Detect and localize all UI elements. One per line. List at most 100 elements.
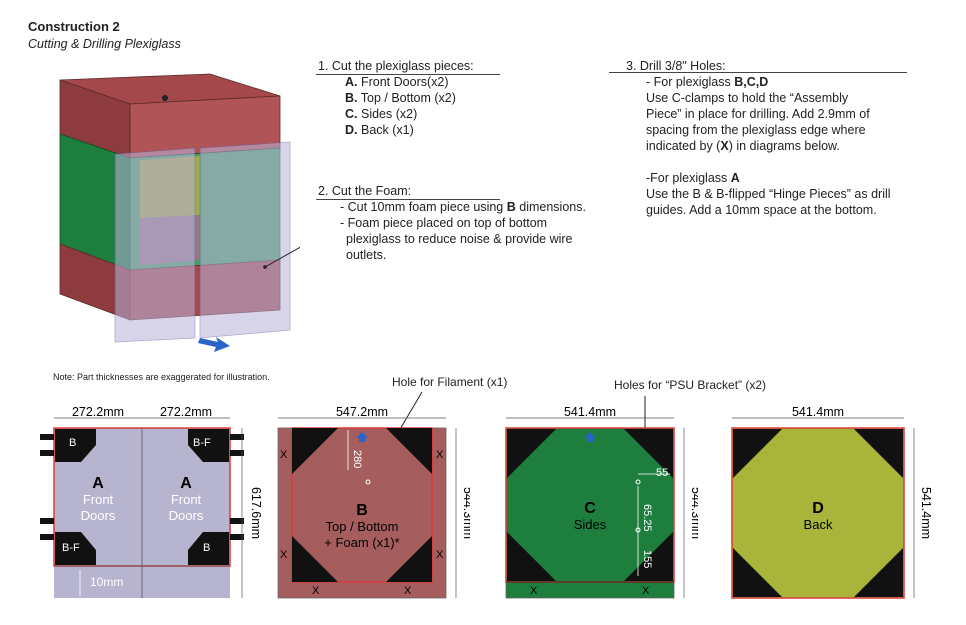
dim-c-155: 155 bbox=[641, 550, 653, 568]
psu-holes-callout: Holes for “PSU Bracket” (x2) bbox=[614, 378, 767, 392]
b-up-arrow-icon bbox=[356, 432, 368, 442]
step1-heading: 1. Cut the plexiglass pieces: bbox=[318, 59, 474, 73]
panel-a-label1-left: Front bbox=[83, 492, 114, 507]
panel-a-label2-right: Doors bbox=[169, 508, 204, 523]
step1-item-d-text: Back (x1) bbox=[360, 123, 414, 137]
door-left bbox=[114, 147, 196, 343]
top-hole-icon bbox=[162, 95, 168, 101]
panel-c-label: Sides bbox=[574, 517, 607, 532]
hinge-br bbox=[188, 532, 229, 565]
b-corner-tl bbox=[292, 428, 338, 474]
foam-leader-line bbox=[264, 246, 300, 268]
hinge-label-tl: B bbox=[69, 437, 76, 449]
step2-underline bbox=[316, 199, 500, 200]
b-corner-br bbox=[386, 536, 432, 582]
dim-c-6525: 65.25 bbox=[641, 504, 653, 532]
panel-a-label1-right: Front bbox=[171, 492, 202, 507]
step1-item-c: C. Sides (x2) bbox=[318, 106, 474, 122]
step1-section: 1. Cut the plexiglass pieces: A. Front D… bbox=[318, 58, 474, 138]
hinge-tr bbox=[188, 429, 229, 462]
d-corner-tl bbox=[733, 429, 782, 478]
dim-a-height: 617.6mm bbox=[249, 487, 263, 539]
tab-r1 bbox=[230, 434, 244, 440]
b-corner-bl bbox=[292, 536, 338, 582]
step2-section: 2. Cut the Foam: - Cut 10mm foam piece u… bbox=[318, 183, 586, 263]
panel-b-label1: Top / Bottom bbox=[326, 519, 399, 534]
step1-item-d-letter: D. bbox=[345, 123, 358, 137]
b-x-mark-2: X bbox=[436, 449, 444, 461]
step3-line1: - For plexiglass B,C,D bbox=[626, 74, 891, 90]
psu-hole-icon-2 bbox=[635, 527, 641, 533]
filament-hole-callout: Hole for Filament (x1) bbox=[392, 375, 508, 389]
door-right bbox=[199, 141, 291, 339]
c-corner-br bbox=[624, 532, 673, 581]
step3-line6: -For plexiglass A bbox=[626, 170, 891, 186]
dim-d-width: 541.4mm bbox=[792, 405, 844, 419]
b-x-mark-5: X bbox=[312, 585, 320, 597]
step3-heading: 3. Drill 3/8" Holes: bbox=[626, 59, 726, 73]
step3-line6-pre: -For plexiglass bbox=[646, 171, 731, 185]
panel-c-diagram: 541.4mm 55 65.25 155 X X C Sides 544.3mm bbox=[505, 405, 698, 599]
b-corner-tr bbox=[386, 428, 432, 474]
step1-item-c-letter: C. bbox=[345, 107, 358, 121]
step3-spacer bbox=[626, 154, 891, 170]
step3-line4: spacing from the plexiglass edge where bbox=[646, 123, 866, 137]
step3-line5: indicated by (X) in diagrams below. bbox=[626, 138, 891, 154]
panel-a-diagram: 272.2mm 272.2mm B B-F B-F B A Front Door… bbox=[40, 405, 263, 598]
hinge-label-bl: B-F bbox=[62, 542, 80, 554]
step1-item-b-letter: B. bbox=[345, 91, 358, 105]
c-corner-bl bbox=[507, 532, 556, 581]
step1-item-a-letter: A. bbox=[345, 75, 358, 89]
panel-d-letter: D bbox=[812, 500, 824, 517]
dim-d-height: 541.4mm bbox=[919, 487, 933, 539]
step3-underline bbox=[609, 72, 907, 73]
step2-line4: outlets. bbox=[346, 248, 387, 262]
dim-a-left: 272.2mm bbox=[72, 405, 124, 419]
step1-item-a-text: Front Doors(x2) bbox=[360, 75, 449, 89]
panel-b-label2: + Foam (x1)* bbox=[324, 535, 400, 550]
tab-r3 bbox=[230, 518, 244, 524]
dim-a-right: 272.2mm bbox=[160, 405, 212, 419]
c-up-arrow-icon bbox=[584, 432, 596, 442]
tab-r4 bbox=[230, 534, 244, 540]
step3-line5-bold: X bbox=[720, 139, 729, 153]
step2-heading: 2. Cut the Foam: bbox=[318, 184, 412, 198]
panel-d-label: Back bbox=[804, 517, 833, 532]
step2-line1-bold: B bbox=[506, 200, 516, 214]
step3-line5-pre: indicated by ( bbox=[646, 139, 721, 153]
panel-c-letter: C bbox=[584, 500, 596, 517]
dim-c-height: 544.3mm bbox=[689, 487, 698, 539]
step1-item-a: A. Front Doors(x2) bbox=[318, 74, 474, 90]
panel-b-red-outline bbox=[291, 427, 433, 583]
psu-hole-icon-1 bbox=[635, 479, 641, 485]
step2-line2: - Foam piece placed on top of bottom bbox=[340, 216, 548, 230]
c-x-mark-2: X bbox=[642, 585, 650, 597]
b-x-mark-1: X bbox=[280, 449, 288, 461]
hinge-label-br: B bbox=[203, 542, 210, 554]
page-subtitle: Cutting & Drilling Plexiglass bbox=[28, 37, 181, 51]
step3-line6-bold: A bbox=[730, 171, 740, 185]
step3-line5-post: ) in diagrams below. bbox=[728, 139, 840, 153]
dim-b-width: 547.2mm bbox=[336, 405, 388, 419]
hinge-tl bbox=[55, 429, 96, 462]
panel-b-letter: B bbox=[356, 502, 368, 519]
leader-dot bbox=[263, 265, 267, 269]
page-title: Construction 2 bbox=[28, 19, 120, 34]
note-text: Note: Part thicknesses are exaggerated f… bbox=[53, 372, 270, 382]
step3-line2: Use C-clamps to hold the “Assembly bbox=[646, 91, 849, 105]
tab-l2 bbox=[40, 450, 54, 456]
step2-line1-post: dimensions. bbox=[515, 200, 586, 214]
dim-c-55: 55 bbox=[656, 467, 668, 479]
hinge-bl bbox=[55, 532, 96, 565]
c-corner-tl bbox=[507, 429, 556, 478]
enclosure-3d-illustration bbox=[59, 73, 300, 352]
panel-a-letter-left: A bbox=[92, 475, 104, 492]
dim-a-bottom: 10mm bbox=[90, 575, 123, 589]
c-x-mark-1: X bbox=[530, 585, 538, 597]
panel-a-letter-right: A bbox=[180, 475, 192, 492]
d-corner-br bbox=[854, 548, 903, 597]
step3-line1-pre: - For plexiglass bbox=[646, 75, 735, 89]
panel-b-diagram: 547.2mm 280 X X X X X X B Top / Bottom +… bbox=[277, 405, 470, 599]
dim-b-hole: 280 bbox=[351, 450, 363, 468]
step1-underline bbox=[316, 74, 500, 75]
